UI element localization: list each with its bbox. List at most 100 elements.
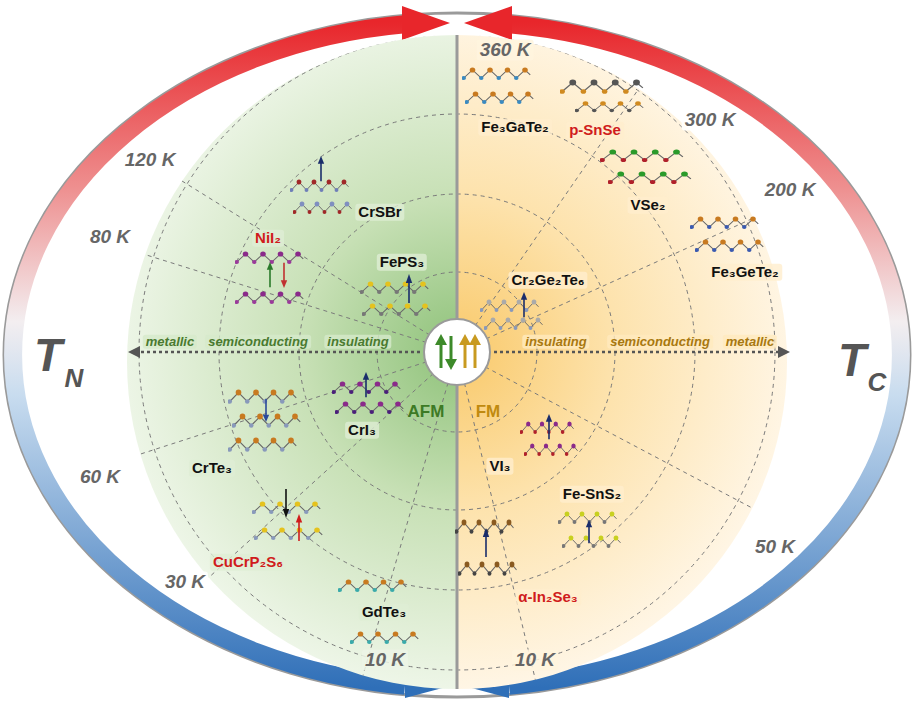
crystal-structures — [607, 171, 691, 184]
phase-disc — [60, 0, 860, 701]
crystal-structures — [484, 317, 543, 330]
crystal-structures — [599, 149, 683, 162]
conduction-label: metallic — [143, 335, 197, 349]
material-label: α-In₂Se₃ — [515, 589, 581, 606]
phase-disc — [457, 170, 860, 352]
crystal-structures — [253, 527, 322, 540]
material-label: CuCrP₂S₆ — [210, 554, 286, 571]
crystal-structures — [464, 91, 533, 104]
phase-disc — [457, 0, 814, 701]
crystal-structures — [406, 274, 412, 303]
phase-disc — [60, 0, 860, 701]
material-label: CrSBr — [355, 204, 404, 221]
crystal-structures — [559, 80, 643, 94]
crystal-structures — [283, 489, 289, 518]
crystal-structures — [290, 179, 349, 192]
phase-disc — [457, 352, 860, 565]
crystal-structures — [293, 201, 352, 214]
material-label: p-SnSe — [566, 122, 624, 139]
conduction-label: insulating — [522, 335, 589, 349]
conduction-label: semiconducting — [205, 335, 311, 349]
crystal-structures — [281, 263, 287, 288]
conduction-axis — [138, 351, 420, 354]
crystal-structures — [458, 562, 517, 576]
spin-order-symbol — [450, 336, 453, 361]
crystal-structures — [562, 535, 621, 548]
spin-order-symbol — [445, 359, 457, 370]
crystal-structures — [234, 251, 303, 264]
crystal-structures — [318, 156, 324, 181]
phase-disc — [140, 352, 457, 640]
spin-order-symbol — [459, 334, 471, 345]
conduction-axis — [128, 346, 140, 358]
temperature-label: 30 K — [162, 572, 208, 593]
temperature-arrows — [402, 6, 450, 40]
conduction-axis — [778, 346, 790, 358]
crystal-structures — [359, 281, 428, 294]
material-label: VSe₂ — [627, 197, 668, 214]
spin-order-symbol — [469, 334, 481, 345]
crystal-structures — [349, 631, 418, 644]
crystal-structures — [483, 528, 489, 557]
spin-order-symbol — [435, 334, 447, 345]
crystal-structures — [227, 390, 296, 404]
crystal-structures — [546, 414, 552, 439]
conduction-axis — [494, 351, 780, 354]
crystal-structures — [363, 372, 369, 397]
axis-subscript: N — [65, 364, 84, 393]
phase-label: FM — [473, 403, 504, 422]
spin-order-symbol — [440, 343, 443, 368]
temperature-label: 10 K — [362, 650, 408, 671]
material-label: Cr₂Ge₂Te₆ — [508, 272, 587, 289]
material-label: CrTe₃ — [189, 460, 235, 477]
phase-label: AFM — [405, 403, 448, 422]
crystal-structures — [574, 101, 643, 112]
temperature-label: 60 K — [77, 467, 123, 488]
crystal-structures — [521, 292, 527, 317]
crystal-structures — [296, 514, 302, 541]
conduction-label: insulating — [324, 335, 391, 349]
material-label: NiI₂ — [252, 230, 284, 247]
crystal-structures — [263, 399, 269, 422]
material-label: CrI₃ — [345, 422, 379, 439]
phase-disc — [350, 352, 457, 701]
phase-disc — [100, 0, 457, 701]
conduction-label: metallic — [723, 335, 777, 349]
material-label: Fe₃GeTe₂ — [708, 264, 782, 281]
phase-disc — [100, 130, 457, 352]
crystal-structures — [361, 303, 430, 316]
material-label: FePS₃ — [377, 254, 427, 271]
crystal-structures — [267, 262, 273, 287]
spin-order-symbol — [424, 319, 490, 385]
temperature-label: 300 K — [682, 110, 739, 131]
crystal-structures — [461, 67, 530, 80]
axis-symbol: T — [34, 330, 62, 381]
crystal-structures — [694, 239, 763, 252]
material-label: Fe₃GaTe₂ — [478, 119, 552, 136]
crystal-structures — [337, 579, 406, 592]
spin-order-symbol — [424, 319, 490, 385]
phase-disc — [60, 352, 457, 480]
temperature-label: 50 K — [752, 537, 798, 558]
temperature-label: 200 K — [762, 180, 819, 201]
temperature-arrows — [464, 6, 512, 40]
crystal-structures — [227, 67, 763, 644]
conduction-label: semiconducting — [607, 335, 713, 349]
crystal-structures — [689, 216, 758, 229]
material-label: Fe-SnS₂ — [560, 486, 624, 503]
material-label: VI₃ — [486, 458, 513, 475]
axis-symbol: T — [838, 335, 866, 386]
axis-subscript: C — [868, 368, 887, 397]
crystal-structures — [520, 421, 574, 434]
crystal-structures — [524, 443, 578, 456]
crystal-structures — [334, 401, 403, 414]
temperature-label: 80 K — [87, 227, 133, 248]
material-label: GdTe₃ — [359, 604, 409, 621]
temperature-label: 10 K — [512, 650, 558, 671]
crystal-structures — [480, 299, 539, 312]
crystal-structures — [455, 520, 514, 534]
crystal-structures — [586, 520, 592, 543]
crystal-structures — [227, 438, 296, 452]
